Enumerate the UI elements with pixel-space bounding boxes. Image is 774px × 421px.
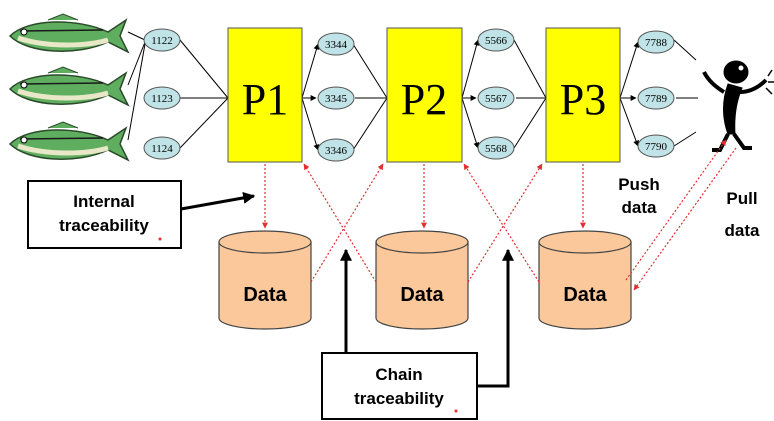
p3-output-lot: 7789 <box>637 86 675 110</box>
p1-output-lot: 3345 <box>317 86 355 110</box>
svg-text:7789: 7789 <box>645 93 668 105</box>
svg-text:3345: 3345 <box>325 93 348 105</box>
input-lot: 1123 <box>143 86 181 110</box>
svg-text:3346: 3346 <box>325 145 348 157</box>
svg-text:Pull: Pull <box>726 189 757 208</box>
fish-to-lot-lines <box>127 31 146 141</box>
fish-icon <box>8 13 130 54</box>
input-lot: 1122 <box>143 28 181 52</box>
chain-traceability-callout: Chain traceability <box>321 248 514 420</box>
svg-text:Push: Push <box>618 175 660 194</box>
p1-output-lot: 3344 <box>317 32 355 56</box>
svg-text:1123: 1123 <box>151 93 173 105</box>
svg-text:P3: P3 <box>560 75 606 124</box>
consumer-figure-icon <box>702 60 774 152</box>
p2-output-lot: 5566 <box>477 28 515 52</box>
data-store-3: Data <box>538 230 632 330</box>
svg-text:Data: Data <box>243 284 287 306</box>
svg-text:P2: P2 <box>401 75 447 124</box>
svg-text:7790: 7790 <box>645 141 668 153</box>
svg-text:5567: 5567 <box>485 93 508 105</box>
p2-output-lot: 5567 <box>477 86 515 110</box>
pull-data-label: Pull data <box>725 189 761 240</box>
p2-output-lot: 5568 <box>477 136 515 160</box>
process-box-p2: P2 <box>386 27 463 163</box>
process-box-p1: P1 <box>227 27 303 163</box>
lot-connection-lines <box>179 39 698 151</box>
p3-output-lot: 7790 <box>637 134 675 158</box>
svg-text:5568: 5568 <box>485 143 508 155</box>
process-box-p3: P3 <box>545 27 621 163</box>
chain-traceability-line-2: traceability <box>354 389 444 408</box>
fish-icon <box>8 66 130 107</box>
internal-traceability-line-1: Internal <box>73 192 134 211</box>
data-store-2: Data <box>375 230 469 330</box>
internal-traceability-callout: Internal traceability <box>27 180 256 249</box>
svg-text:Data: Data <box>563 284 607 306</box>
svg-text:5566: 5566 <box>485 35 508 47</box>
svg-text:3344: 3344 <box>325 39 348 51</box>
fish-icon <box>8 121 130 162</box>
svg-text:Data: Data <box>400 284 444 306</box>
svg-text:P1: P1 <box>242 75 288 124</box>
input-lot: 1124 <box>143 136 181 160</box>
p3-output-lot: 7788 <box>637 30 675 54</box>
p1-output-lot: 3346 <box>317 138 355 162</box>
svg-text:1122: 1122 <box>151 35 173 47</box>
svg-text:data: data <box>725 221 761 240</box>
internal-traceability-line-2: traceability <box>59 216 149 235</box>
data-store-1: Data <box>218 230 312 330</box>
chain-traceability-line-1: Chain <box>375 365 422 384</box>
svg-text:data: data <box>622 198 658 217</box>
svg-text:1124: 1124 <box>151 143 173 155</box>
push-data-label: Push data <box>618 175 660 217</box>
svg-text:7788: 7788 <box>645 37 668 49</box>
data-flow-arrows <box>262 139 737 291</box>
